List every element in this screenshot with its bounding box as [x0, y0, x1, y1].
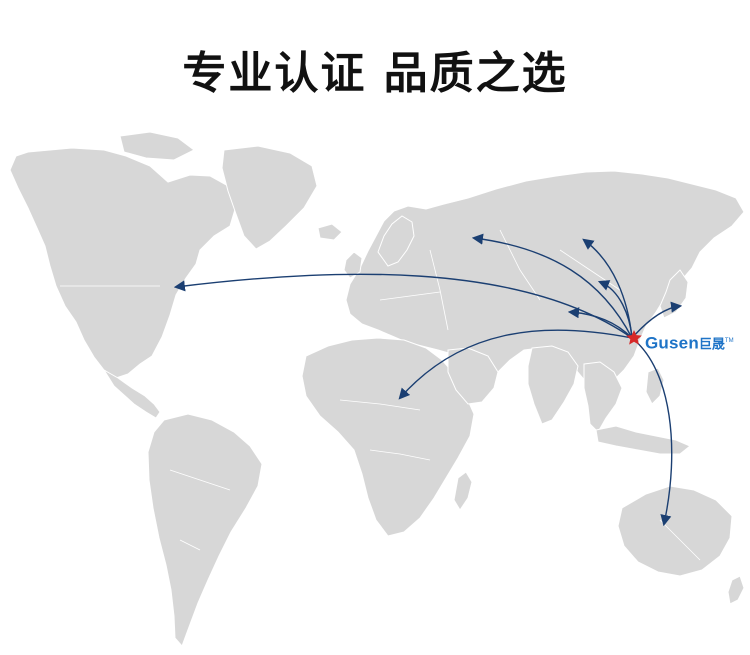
central-america: [103, 369, 161, 419]
arctic-islands: [119, 131, 195, 161]
madagascar: [453, 471, 473, 511]
origin-marker: [626, 330, 642, 345]
route-russia: [471, 233, 633, 339]
page-title: 专业认证 品质之选: [182, 48, 568, 99]
philippines: [645, 367, 665, 405]
routes: [173, 233, 683, 527]
route-japan: [631, 301, 683, 339]
indonesia: [595, 425, 691, 455]
world-map: [9, 131, 745, 647]
arabia: [447, 347, 499, 405]
trademark-mark: TM: [724, 338, 734, 344]
brand-chinese-name: 巨晟: [698, 337, 725, 353]
brand-logo: Gusen巨晟TM: [645, 330, 734, 352]
brand-name: Gusen: [645, 333, 699, 353]
australia: [617, 485, 733, 577]
continents: [9, 131, 745, 647]
scandinavia: [377, 215, 415, 267]
route-north-america: [173, 273, 633, 339]
route-australia: [631, 337, 673, 527]
greenland: [221, 145, 318, 250]
india: [527, 345, 579, 425]
new-zealand: [727, 575, 745, 605]
southeast-asia: [583, 361, 623, 433]
africa: [301, 337, 475, 537]
north-america-landmass: [9, 147, 237, 379]
route-africa: [398, 329, 633, 400]
star-icon: [626, 330, 642, 345]
iceland: [317, 223, 343, 241]
route-mongolia: [597, 280, 633, 339]
south-america: [147, 413, 263, 647]
route-central-asia: [567, 307, 633, 339]
british-isles: [343, 251, 363, 279]
